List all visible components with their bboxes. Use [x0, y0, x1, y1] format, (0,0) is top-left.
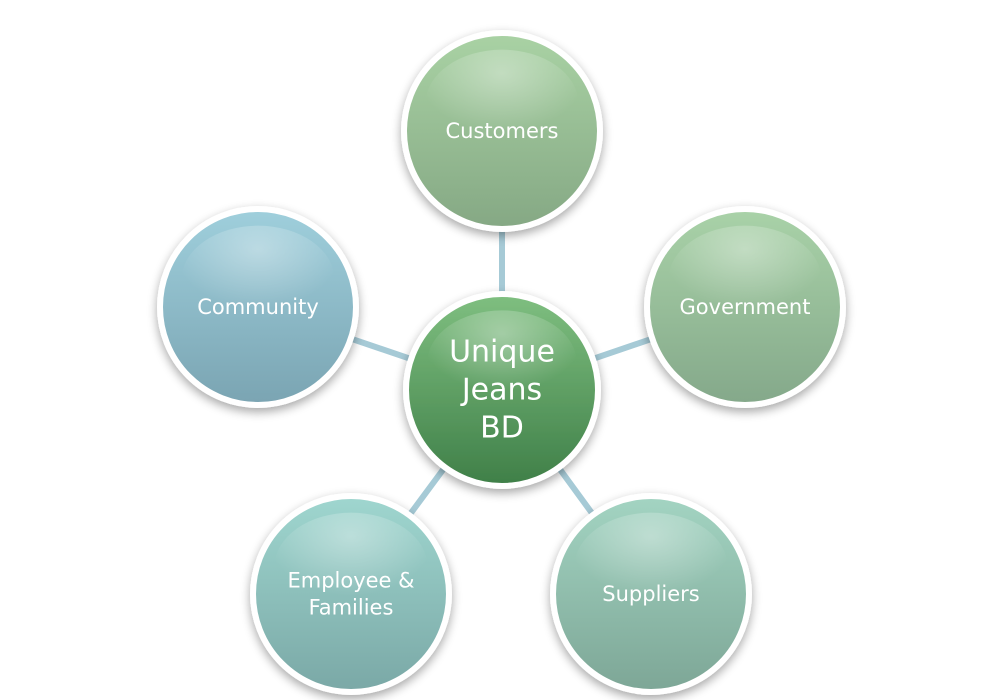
- center-label: BD: [480, 411, 524, 446]
- node-employees-highlight: [274, 512, 428, 621]
- node-community-highlight: [181, 225, 335, 334]
- center-label: Jeans: [460, 373, 542, 408]
- node-employees-label: Employee &: [287, 569, 414, 593]
- node-government-label: Government: [680, 295, 811, 319]
- node-suppliers-highlight: [574, 512, 728, 621]
- node-community-label: Community: [197, 295, 319, 319]
- node-employees-group: Employee & Families: [250, 493, 452, 695]
- node-customers-label: Customers: [446, 119, 559, 143]
- center-label: Unique: [449, 335, 555, 370]
- node-government-group: Government: [644, 206, 846, 408]
- node-customers-highlight: [425, 49, 579, 158]
- node-customers-group: Customers: [401, 30, 603, 232]
- node-community-group: Community: [157, 206, 359, 408]
- node-employees-label: Families: [309, 596, 394, 620]
- center-highlight: [427, 310, 577, 416]
- node-suppliers-group: Suppliers: [550, 493, 752, 695]
- node-government-highlight: [668, 225, 822, 334]
- node-suppliers-label: Suppliers: [602, 582, 699, 606]
